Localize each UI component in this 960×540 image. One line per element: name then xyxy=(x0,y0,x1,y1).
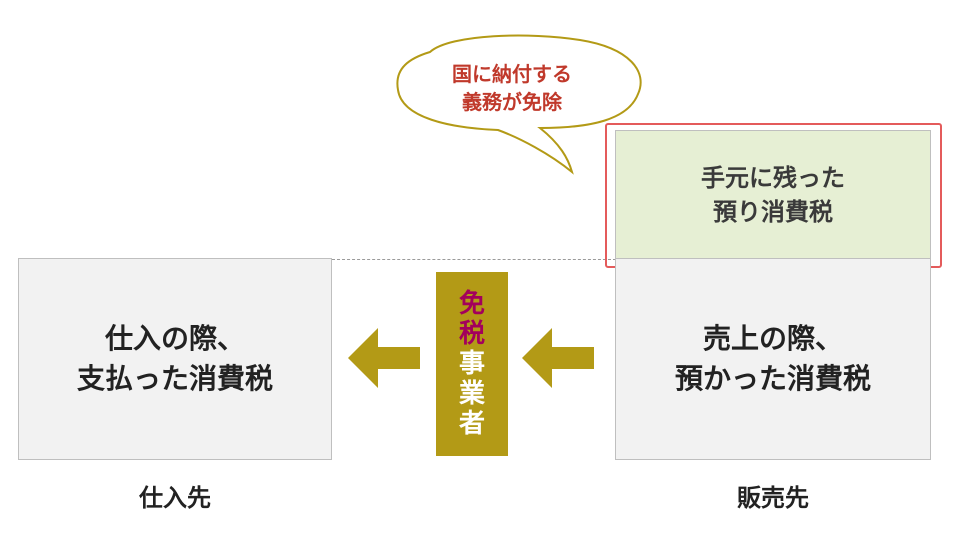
arrow-left-icon xyxy=(522,328,594,388)
exempt-char: 税 xyxy=(458,319,485,349)
tax-exempt-business-bar: 免 税 事 業 者 xyxy=(436,272,508,456)
bubble-text-line2: 義務が免除 xyxy=(462,90,562,114)
arrow-left-icon xyxy=(348,328,420,388)
exempt-char: 事 xyxy=(458,349,485,379)
bubble-text: 国に納付する 義務が免除 xyxy=(400,60,624,116)
customer-label: 販売先 xyxy=(737,484,809,512)
exempt-char: 免 xyxy=(458,289,485,319)
speech-bubble xyxy=(396,34,642,175)
kept-tax-box: 手元に残った 預り消費税 xyxy=(615,130,931,260)
exempt-char: 者 xyxy=(458,409,485,439)
sales-line2: 預かった消費税 xyxy=(674,362,871,395)
supplier-label: 仕入先 xyxy=(139,484,211,512)
sales-line1: 売上の際、 xyxy=(702,322,843,355)
purchase-line2: 支払った消費税 xyxy=(76,362,273,395)
sales-tax-box: 売上の際、 預かった消費税 xyxy=(615,258,931,460)
kept-tax-line1: 手元に残った xyxy=(701,164,845,192)
purchase-line1: 仕入の際、 xyxy=(104,322,245,355)
purchase-tax-box: 仕入の際、 支払った消費税 xyxy=(18,258,332,460)
bubble-text-line1: 国に納付する xyxy=(452,62,572,86)
kept-tax-line2: 預り消費税 xyxy=(713,198,833,226)
exempt-char: 業 xyxy=(458,379,485,409)
dashed-divider xyxy=(332,259,616,260)
